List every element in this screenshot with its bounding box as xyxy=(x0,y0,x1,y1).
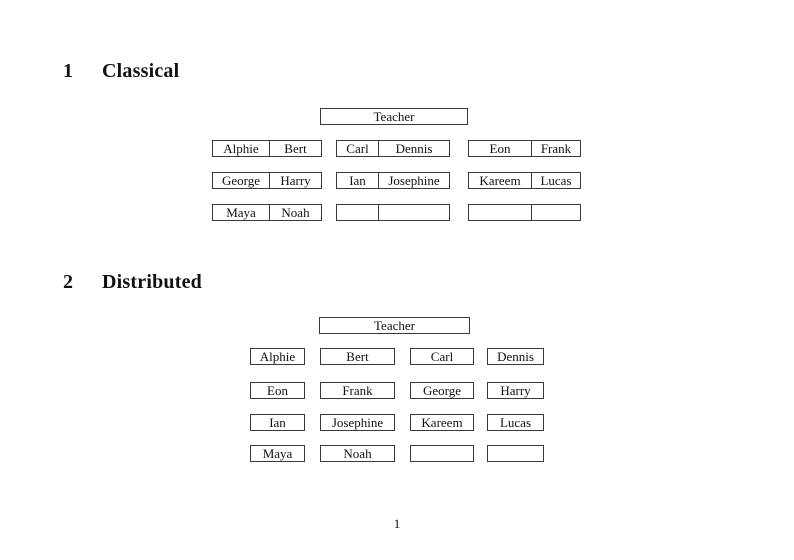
student-name: Carl xyxy=(346,141,369,156)
student-name: Eon xyxy=(489,141,511,156)
student-name: Ian xyxy=(349,173,366,188)
student-name: Maya xyxy=(226,205,256,220)
desk-pair: Ian Josephine xyxy=(336,172,450,189)
teacher-box-classical: Teacher xyxy=(320,108,468,125)
page-number: 1 xyxy=(393,516,401,531)
desk-pair: Eon Frank xyxy=(468,140,581,157)
student-name: Dennis xyxy=(378,141,449,156)
desk-pair: Alphie Bert xyxy=(212,140,322,157)
desk-box: Maya xyxy=(250,445,305,462)
desk-box: Alphie xyxy=(250,348,305,365)
desk-box: Lucas xyxy=(487,414,544,431)
section-title: Distributed xyxy=(102,271,202,293)
student-name xyxy=(531,205,580,220)
desk-pair-empty xyxy=(336,204,450,221)
desk-box: Josephine xyxy=(320,414,395,431)
desk-box: Bert xyxy=(320,348,395,365)
desk-box: Eon xyxy=(250,382,305,399)
student-name: Bert xyxy=(269,141,321,156)
desk-box: George xyxy=(410,382,474,399)
desk-pair: Carl Dennis xyxy=(336,140,450,157)
student-name: Alphie xyxy=(223,141,259,156)
desk-box: Carl xyxy=(410,348,474,365)
student-name xyxy=(469,205,531,220)
student-name xyxy=(378,205,449,220)
desk-pair-empty xyxy=(468,204,581,221)
student-name: Josephine xyxy=(378,173,449,188)
desk-box: Frank xyxy=(320,382,395,399)
section-number: 1 xyxy=(63,60,74,82)
section-title: Classical xyxy=(102,60,180,82)
student-name xyxy=(337,205,378,220)
desk-box: Kareem xyxy=(410,414,474,431)
student-name: Lucas xyxy=(531,173,580,188)
student-name: George xyxy=(221,173,261,188)
student-name: Kareem xyxy=(479,173,521,188)
desk-pair: George Harry xyxy=(212,172,322,189)
student-name: Noah xyxy=(269,205,321,220)
section-heading-classical: 1 Classical xyxy=(63,60,179,82)
desk-box: Dennis xyxy=(487,348,544,365)
section-number: 2 xyxy=(63,271,74,293)
desk-box: Ian xyxy=(250,414,305,431)
student-name: Harry xyxy=(269,173,321,188)
desk-box: Harry xyxy=(487,382,544,399)
desk-box-empty xyxy=(487,445,544,462)
student-name: Frank xyxy=(531,141,580,156)
desk-box: Noah xyxy=(320,445,395,462)
desk-pair: Maya Noah xyxy=(212,204,322,221)
desk-box-empty xyxy=(410,445,474,462)
section-heading-distributed: 2 Distributed xyxy=(63,271,202,293)
teacher-box-distributed: Teacher xyxy=(319,317,470,334)
desk-pair: Kareem Lucas xyxy=(468,172,581,189)
